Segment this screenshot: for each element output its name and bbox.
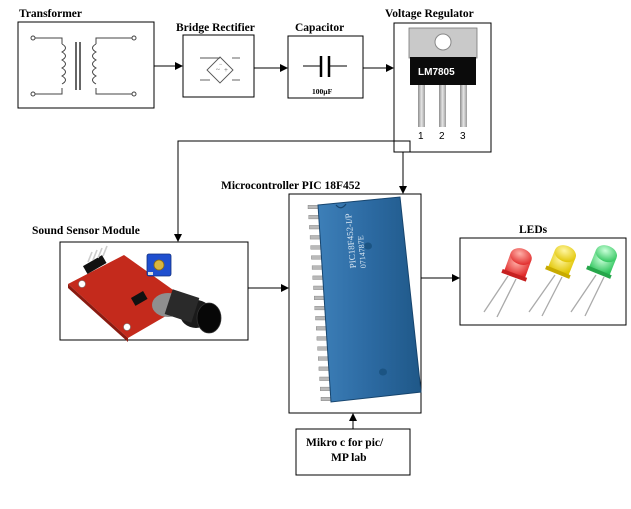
chip-pin: [315, 316, 327, 321]
transformer-label: Transformer: [19, 8, 82, 20]
leds-label: LEDs: [519, 224, 548, 236]
yellow-led-icon: [545, 245, 577, 279]
chip-pin: [311, 265, 324, 270]
svg-text:~: ~: [216, 66, 220, 74]
regulator-pin-2: 2: [439, 131, 445, 142]
microcontroller-label: Microcontroller PIC 18F452: [221, 180, 360, 192]
sound-sensor-image: [68, 245, 222, 342]
arrow-regulator-to-sensor: [174, 140, 411, 242]
regulator-pin-1: 1: [418, 131, 424, 142]
capacitor-symbol: [303, 56, 347, 77]
regulator-part-label: LM7805: [418, 67, 455, 78]
regulator-pin-3: 3: [460, 131, 466, 142]
red-led-icon: [501, 248, 532, 282]
svg-text:−: −: [219, 62, 223, 68]
chip-pin: [309, 235, 322, 240]
capacitor-label: Capacitor: [295, 22, 344, 34]
mikroc-box: [295, 428, 411, 476]
lm7805-regulator-image: [408, 27, 478, 127]
mikroc-label-line2: MP lab: [331, 452, 366, 464]
pic-chip-image: PIC18F452-I/P 0714787E: [307, 196, 422, 403]
chip-marking-line2: 0714787E: [356, 235, 368, 269]
capacitor-box: [287, 35, 364, 99]
mikroc-label-line1: Mikro c for pic/: [306, 437, 384, 449]
svg-text:+: +: [224, 66, 228, 74]
bridge-rectifier-symbol: ~ + −: [200, 56, 240, 84]
chip-marking-line1: PIC18F452-I/P: [343, 213, 358, 269]
chip-pin: [313, 285, 325, 290]
chip-pin: [308, 215, 320, 220]
chip-pin: [312, 275, 324, 280]
chip-pin: [309, 225, 321, 230]
bridge-rectifier-box: [182, 34, 255, 98]
chip-pin: [310, 245, 322, 250]
green-led-icon: [586, 245, 618, 279]
transformer-box: [17, 21, 155, 109]
chip-pin: [307, 204, 320, 209]
voltage-regulator-label: Voltage Regulator: [385, 8, 474, 20]
led-images: [483, 245, 618, 318]
bridge-rectifier-label: Bridge Rectifier: [176, 22, 255, 34]
chip-pin: [311, 255, 323, 260]
sound-sensor-label: Sound Sensor Module: [32, 225, 140, 237]
capacitor-value: 100µF: [312, 87, 333, 96]
transformer-symbol: [30, 35, 137, 97]
chip-pin: [314, 306, 326, 311]
chip-pin: [316, 326, 328, 331]
